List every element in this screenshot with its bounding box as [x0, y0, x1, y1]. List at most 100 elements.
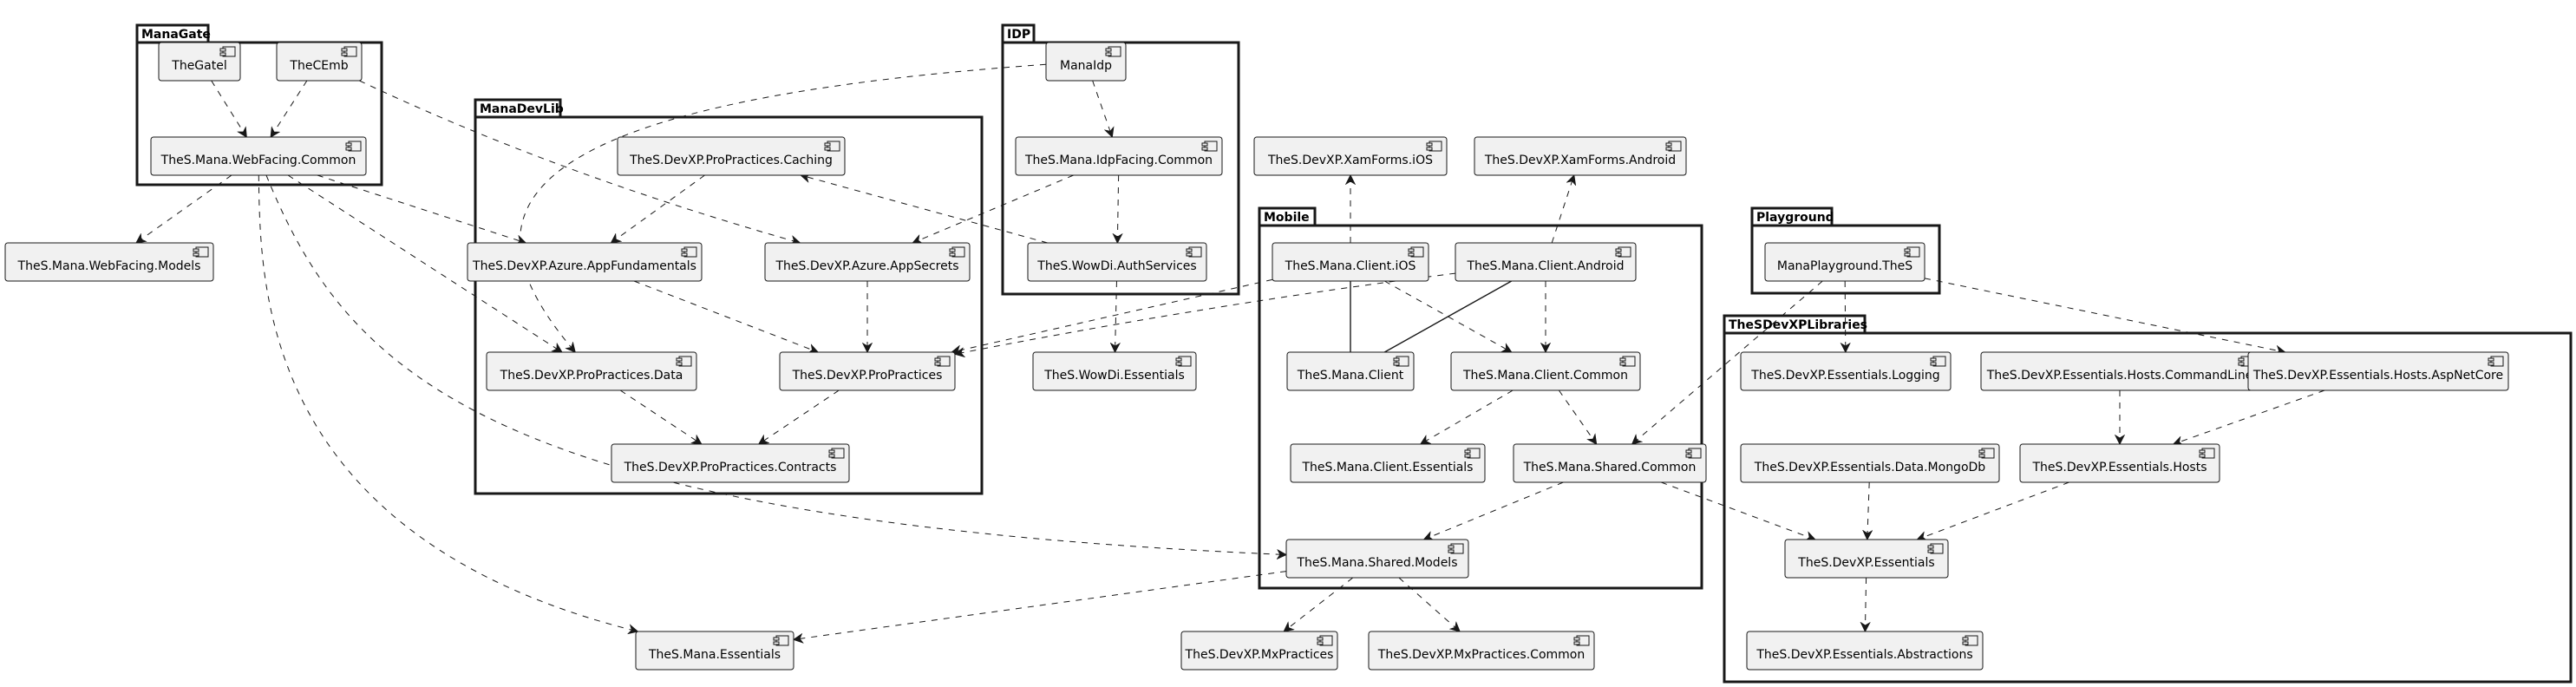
dependency-arrow-ess_hosts-to-essentials: [1917, 481, 2069, 540]
package-label: IDP: [1007, 28, 1030, 42]
component-box[interactable]: [1272, 242, 1429, 282]
component-propractices[interactable]: TheS.DevXP.ProPractices: [779, 351, 956, 391]
dependency-arrow-playground_thes-to-shared_common: [1632, 280, 1823, 444]
component-icon: [1615, 246, 1631, 258]
component-essentials[interactable]: TheS.DevXP.Essentials: [1784, 539, 1949, 579]
component-webfacing_common[interactable]: TheS.Mana.WebFacing.Common: [150, 136, 367, 176]
component-xamforms_ios[interactable]: TheS.DevXP.XamForms.iOS: [1253, 136, 1448, 176]
component-box[interactable]: [1027, 242, 1207, 282]
component-box[interactable]: [2247, 351, 2509, 391]
dependency-arrow-ess_data_mongodb-to-essentials: [1867, 481, 1869, 540]
component-icon: [828, 448, 845, 459]
package-frame: [1258, 224, 1703, 590]
dependency-arrow-shared_common-to-shared_models: [1424, 481, 1564, 540]
component-thegatel[interactable]: TheGatel: [158, 42, 241, 82]
package-label: Mobile: [1264, 211, 1310, 225]
component-icon: [2199, 448, 2215, 459]
component-label: TheCEmb: [289, 59, 348, 73]
component-label: TheS.DevXP.Essentials: [1797, 556, 1934, 570]
component-playground_thes[interactable]: ManaPlayground.TheS: [1764, 242, 1925, 282]
component-box[interactable]: [1784, 539, 1949, 579]
component-box[interactable]: [1253, 136, 1448, 176]
component-ess_logging[interactable]: TheS.DevXP.Essentials.Logging: [1740, 351, 1952, 391]
component-box[interactable]: [1015, 136, 1223, 176]
component-client[interactable]: TheS.Mana.Client: [1286, 351, 1415, 391]
component-icon: [341, 46, 357, 57]
component-label: TheS.DevXP.MxPractices: [1185, 648, 1334, 662]
component-box[interactable]: [1764, 242, 1925, 282]
component-client_common[interactable]: TheS.Mana.Client.Common: [1450, 351, 1641, 391]
dependency-arrow-shared_models-to-mana_essentials: [794, 571, 1287, 640]
component-shared_common[interactable]: TheS.Mana.Shared.Common: [1513, 443, 1707, 483]
component-icon: [1408, 246, 1424, 258]
component-wowdi_auth[interactable]: TheS.WowDi.AuthServices: [1027, 242, 1207, 282]
component-idpfacing_common[interactable]: TheS.Mana.IdpFacing.Common: [1015, 136, 1223, 176]
component-ess_abstractions[interactable]: TheS.DevXP.Essentials.Abstractions: [1746, 631, 1984, 671]
component-box[interactable]: [1474, 136, 1687, 176]
component-ess_hosts_aspnetcore[interactable]: TheS.DevXP.Essentials.Hosts.AspNetCore: [2247, 351, 2509, 391]
package-label: ManaDevLib: [480, 102, 564, 116]
component-box[interactable]: [1740, 443, 2000, 483]
component-thecemb[interactable]: TheCEmb: [276, 42, 363, 82]
component-ess_hosts[interactable]: TheS.DevXP.Essentials.Hosts: [2019, 443, 2220, 483]
component-box[interactable]: [1290, 443, 1486, 483]
component-box[interactable]: [635, 631, 794, 671]
component-icon: [1978, 448, 1995, 459]
component-box[interactable]: [617, 136, 846, 176]
component-box[interactable]: [2019, 443, 2220, 483]
component-manaidp[interactable]: ManaIdp: [1045, 42, 1127, 82]
component-label: TheS.DevXP.Azure.AppFundamentals: [472, 259, 696, 273]
component-client_ios[interactable]: TheS.Mana.Client.iOS: [1272, 242, 1429, 282]
component-box[interactable]: [1032, 351, 1197, 391]
component-ess_hosts_cmdline[interactable]: TheS.DevXP.Essentials.Hosts.CommandLine: [1980, 351, 2259, 391]
component-icon: [1464, 448, 1481, 459]
component-label: TheS.DevXP.ProPractices.Data: [500, 369, 683, 383]
component-box[interactable]: [1368, 631, 1595, 671]
component-label: TheS.DevXP.Azure.AppSecrets: [775, 259, 958, 273]
component-icon: [193, 246, 209, 258]
component-box[interactable]: [1286, 351, 1415, 391]
component-label: TheS.DevXP.Essentials.Hosts: [2031, 461, 2207, 474]
component-box[interactable]: [4, 242, 214, 282]
component-mxpractices[interactable]: TheS.DevXP.MxPractices: [1180, 631, 1338, 671]
component-wowdi_essentials[interactable]: TheS.WowDi.Essentials: [1032, 351, 1197, 391]
dependency-arrow-client_common-to-client_essentials: [1421, 389, 1514, 444]
component-shared_models[interactable]: TheS.Mana.Shared.Models: [1285, 539, 1469, 579]
component-box[interactable]: [276, 42, 363, 82]
component-box[interactable]: [467, 242, 703, 282]
component-pp_caching[interactable]: TheS.DevXP.ProPractices.Caching: [617, 136, 846, 176]
component-box[interactable]: [764, 242, 971, 282]
component-label: TheS.Mana.Client.Android: [1466, 259, 1624, 273]
component-icon: [676, 356, 692, 367]
component-icon: [1619, 356, 1636, 367]
component-label: TheS.Mana.Essentials: [648, 648, 781, 662]
component-box[interactable]: [1450, 351, 1641, 391]
component-box[interactable]: [1746, 631, 1984, 671]
component-azure_appfund[interactable]: TheS.DevXP.Azure.AppFundamentals: [467, 242, 703, 282]
component-client_android[interactable]: TheS.Mana.Client.Android: [1455, 242, 1637, 282]
dependency-arrow-essentials-to-ess_abstractions: [1865, 577, 1866, 631]
component-client_essentials[interactable]: TheS.Mana.Client.Essentials: [1290, 443, 1486, 483]
component-box[interactable]: [1045, 42, 1127, 82]
component-webfacing_models[interactable]: TheS.Mana.WebFacing.Models: [4, 242, 214, 282]
component-label: TheS.DevXP.Essentials.Hosts.AspNetCore: [2252, 369, 2503, 383]
component-pp_contracts[interactable]: TheS.DevXP.ProPractices.Contracts: [611, 443, 850, 483]
component-box[interactable]: [1513, 443, 1707, 483]
component-mxpractices_common[interactable]: TheS.DevXP.MxPractices.Common: [1368, 631, 1595, 671]
component-box[interactable]: [486, 351, 697, 391]
component-mana_essentials[interactable]: TheS.Mana.Essentials: [635, 631, 794, 671]
component-label: TheS.Mana.WebFacing.Common: [160, 154, 356, 167]
component-box[interactable]: [611, 443, 850, 483]
component-box[interactable]: [150, 136, 367, 176]
component-box[interactable]: [1180, 631, 1338, 671]
component-box[interactable]: [1285, 539, 1469, 579]
component-box[interactable]: [1455, 242, 1637, 282]
component-box[interactable]: [1740, 351, 1952, 391]
component-xamforms_android[interactable]: TheS.DevXP.XamForms.Android: [1474, 136, 1687, 176]
package-mobile: Mobile: [1258, 206, 1703, 590]
component-ess_data_mongodb[interactable]: TheS.DevXP.Essentials.Data.MongoDb: [1740, 443, 2000, 483]
component-box[interactable]: [158, 42, 241, 82]
component-azure_appsecrets[interactable]: TheS.DevXP.Azure.AppSecrets: [764, 242, 971, 282]
component-box[interactable]: [779, 351, 956, 391]
component-pp_data[interactable]: TheS.DevXP.ProPractices.Data: [486, 351, 697, 391]
